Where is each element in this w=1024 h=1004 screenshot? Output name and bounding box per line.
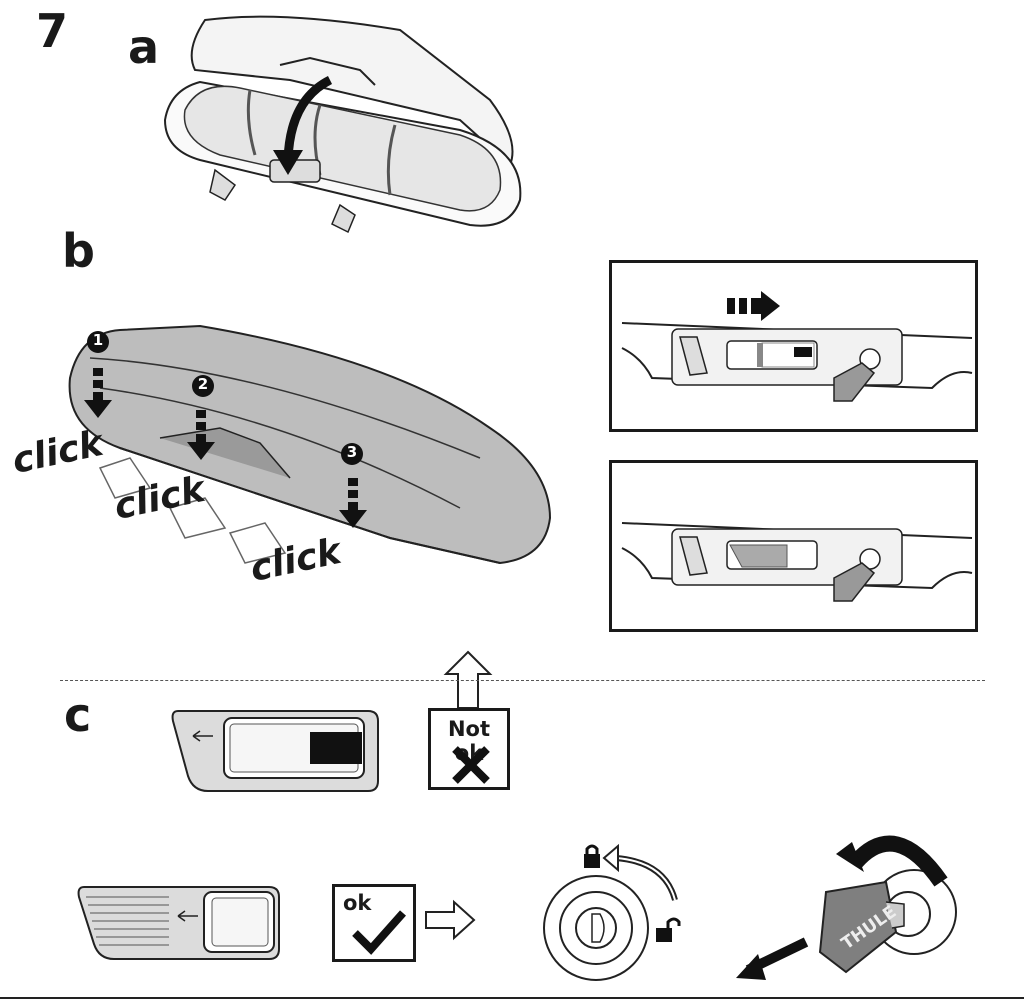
right-arrow-icon (425, 899, 476, 941)
indicator-not-locked (171, 710, 379, 792)
closed-roof-box-illustration (68, 324, 552, 565)
marker-3: 3 (346, 443, 358, 461)
lock-cylinder-illustration (543, 843, 681, 981)
key-removal-illustration (736, 835, 957, 980)
ok-label: ok (343, 891, 372, 915)
section-b-label: b (62, 224, 95, 278)
lock-detail-open-illustration (621, 291, 973, 402)
cross-icon (452, 746, 490, 784)
lock-detail-panel-closed (609, 460, 978, 632)
not-ok-sign: Not ok (428, 708, 510, 790)
right-arrow-icon (727, 291, 780, 321)
rotate-arrow-icon (602, 843, 678, 901)
step-number: 7 (36, 4, 69, 58)
check-icon (352, 910, 406, 955)
down-arrow-icon (187, 410, 215, 460)
lock-icon (584, 844, 600, 868)
down-arrow-icon (339, 478, 367, 528)
lock-detail-closed-illustration (621, 522, 973, 602)
lock-detail-panel-open (609, 260, 978, 432)
section-a-label: a (128, 20, 160, 74)
open-roof-box-illustration (163, 15, 522, 234)
unlock-icon (656, 917, 681, 942)
down-arrow-icon (84, 368, 112, 418)
marker-2: 2 (197, 375, 209, 393)
ok-sign: ok (332, 884, 416, 962)
bottom-rule (0, 997, 1024, 999)
section-divider (60, 680, 985, 681)
section-c-label: c (64, 688, 92, 742)
marker-1: 1 (92, 331, 104, 349)
indicator-locked (77, 886, 280, 960)
